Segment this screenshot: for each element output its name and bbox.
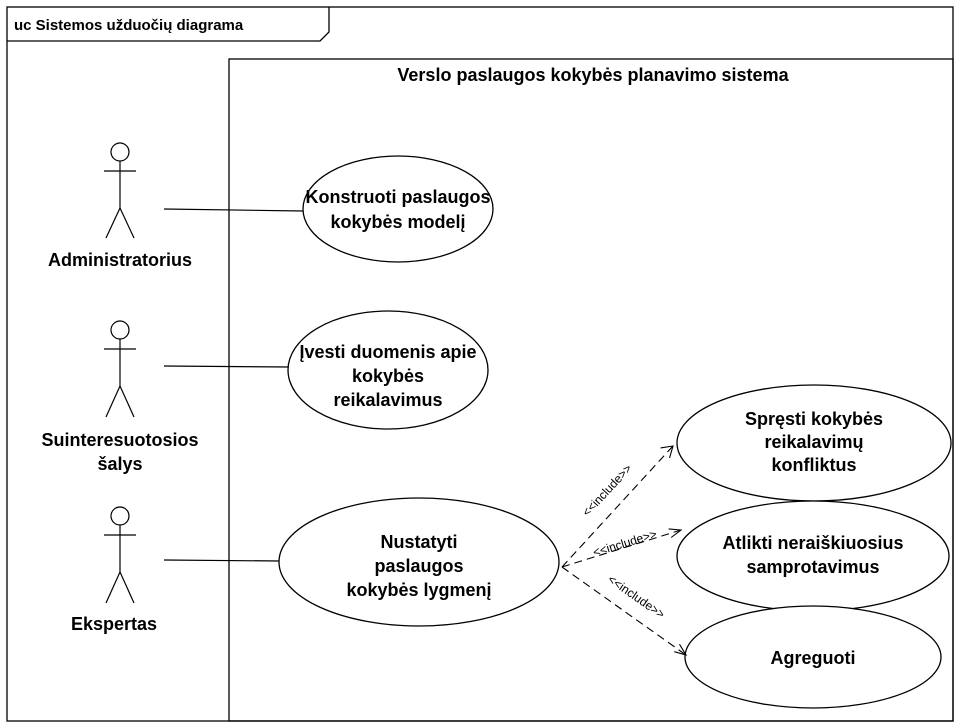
actor-ekspertas[interactable]: Ekspertas [71, 506, 157, 634]
use-case-label: Atlikti neraiškiuosius [722, 533, 903, 553]
frame-title: uc Sistemos užduočių diagrama [14, 17, 244, 34]
use-case-label: Agreguoti [771, 648, 856, 668]
association-ekspertas-nustatyti[interactable] [163, 559, 280, 562]
system-title: Verslo paslaugos kokybės planavimo siste… [397, 65, 789, 85]
include-relation-spresti[interactable] [561, 445, 674, 568]
include-label: <<include>> [591, 527, 658, 560]
use-case-label: reikalavimų [764, 432, 863, 452]
use-case-label: kokybės modelį [330, 212, 465, 232]
use-case-label: kokybės lygmenį [346, 580, 491, 600]
use-case-label: konfliktus [771, 455, 856, 475]
include-label: <<include>> [579, 461, 634, 519]
include-relation-agreguoti[interactable] [561, 566, 688, 656]
use-case-ivesti[interactable]: Įvesti duomenis apie kokybės reikalavimu… [287, 310, 489, 430]
association-suinteresuotosios-ivesti[interactable] [163, 365, 290, 368]
include-relation-atlikti[interactable] [561, 528, 683, 568]
system-boundary [228, 58, 954, 722]
use-case-label: Spręsti kokybės [745, 409, 883, 429]
actor-label-line-2: šalys [97, 454, 142, 474]
actor-administratorius[interactable]: Administratorius [48, 142, 192, 270]
use-case-agreguoti[interactable]: Agreguoti [684, 605, 942, 709]
stick-figure-icon [104, 320, 136, 418]
arrowhead-icon [674, 644, 688, 656]
use-case-label: Įvesti duomenis apie [299, 342, 476, 362]
actor-label: Suinteresuotosios [41, 430, 198, 450]
use-case-atlikti[interactable]: Atlikti neraiškiuosius samprotavimus [676, 500, 950, 612]
arrowhead-icon [668, 528, 683, 538]
actor-label: Ekspertas [71, 614, 157, 634]
frame-title-tab [7, 7, 330, 42]
association-administratorius-konstruoti[interactable] [163, 208, 304, 212]
use-case-label: paslaugos [374, 556, 463, 576]
use-case-label: kokybės [352, 366, 424, 386]
use-case-spresti[interactable]: Spręsti kokybės reikalavimų konfliktus [676, 384, 952, 502]
stick-figure-icon [104, 142, 136, 239]
actor-suinteresuotosios-salys[interactable]: Suinteresuotosios šalys [41, 320, 199, 474]
use-case-label: Konstruoti paslaugos [305, 187, 490, 207]
include-label: <<include>> [605, 572, 667, 621]
use-case-konstruoti[interactable]: Konstruoti paslaugos kokybės modelį [302, 155, 494, 263]
arrowhead-icon [660, 445, 674, 459]
use-case-nustatyti[interactable]: Nustatyti paslaugos kokybės lygmenį [278, 497, 560, 627]
actor-label: Administratorius [48, 250, 192, 270]
use-case-label: samprotavimus [746, 557, 879, 577]
use-case-label: Nustatyti [380, 532, 457, 552]
use-case-label: reikalavimus [333, 390, 442, 410]
stick-figure-icon [104, 506, 136, 604]
